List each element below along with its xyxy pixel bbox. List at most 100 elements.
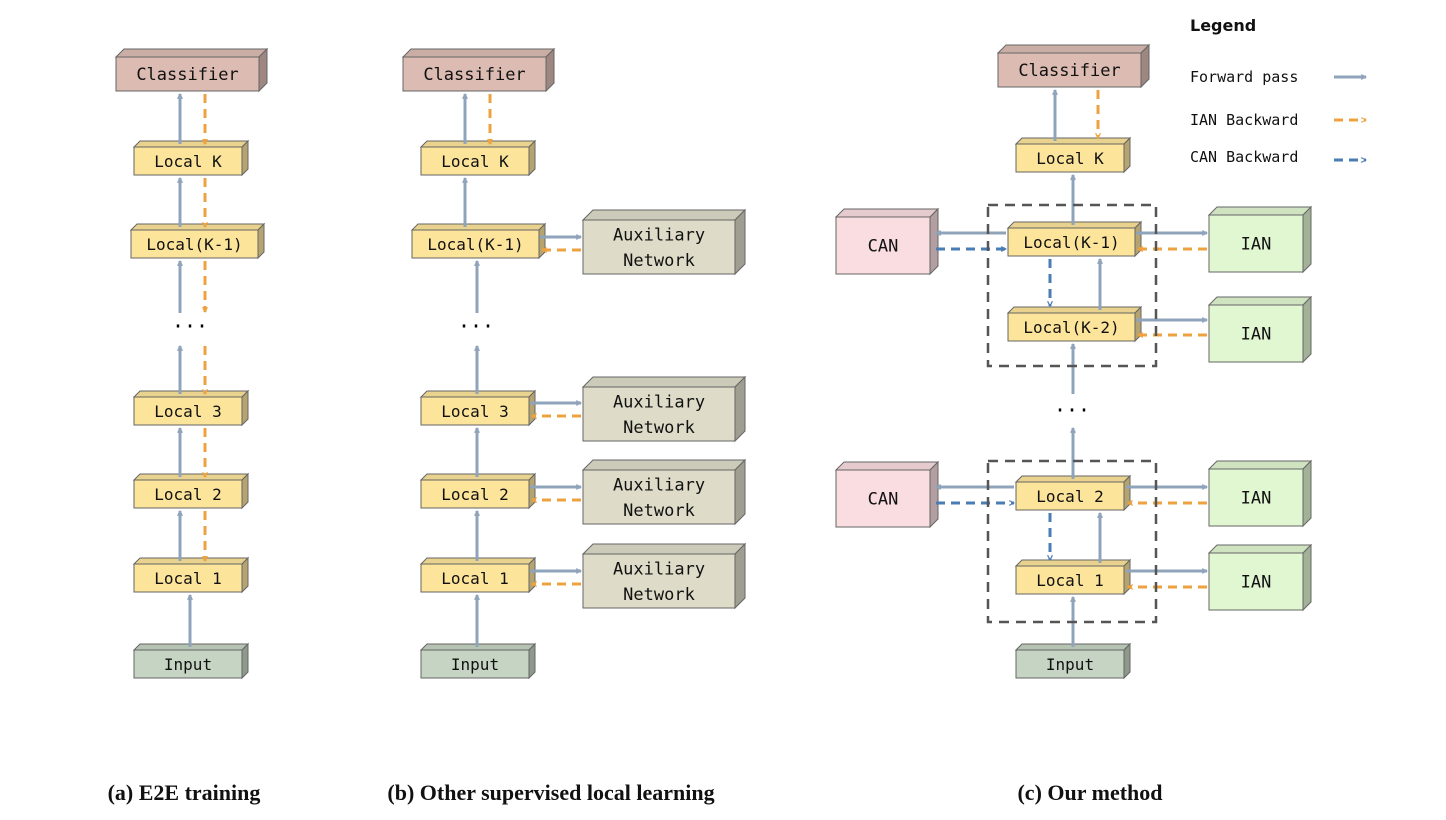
- c-ian-1-box-label: IAN: [1241, 573, 1272, 593]
- c-local-2-box-front: [1015, 481, 1125, 511]
- b-local-k1-box-front: [411, 229, 540, 259]
- a-local-k1-box-top: [129, 223, 266, 231]
- b-local-3-box: Local 3: [419, 389, 537, 427]
- c-can-bot-box: CAN: [834, 460, 940, 529]
- a-local-k-box: Local K: [132, 139, 250, 177]
- c-can-top-box-top: [834, 208, 940, 218]
- c-local-k1-box-front: [1007, 227, 1136, 257]
- b-input-box-side: [528, 642, 536, 680]
- c-ian-2-box-side: [1302, 459, 1312, 528]
- c-can-top-box-side: [929, 207, 939, 276]
- b-local-1-box: Local 1: [419, 556, 537, 594]
- legend: Legend Forward pass IAN Backward CAN Bac…: [1190, 16, 1366, 166]
- b-aux-1-box-front: [582, 553, 736, 609]
- b-local-1-box-label: Local 1: [441, 569, 508, 588]
- a-input-box: Input: [132, 642, 250, 680]
- b-local-3-box-label: Local 3: [441, 402, 508, 421]
- c-local-k1-box-side: [1134, 220, 1142, 258]
- c-ian-1-box-side: [1302, 543, 1312, 612]
- b-input-box-label: Input: [451, 655, 499, 674]
- b-aux-2-box-label-2: Network: [623, 501, 695, 521]
- b-input-box: Input: [419, 642, 537, 680]
- c-classifier-box-front: [997, 52, 1142, 88]
- a-local-k1-box: Local(K-1): [129, 222, 266, 260]
- a-classifier-box-label: Classifier: [136, 65, 238, 85]
- a-classifier-box-front: [115, 56, 260, 92]
- c-ian-k2-box: IAN: [1207, 295, 1313, 364]
- c-local-1-box-label: Local 1: [1036, 571, 1103, 590]
- b-local-k-box-front: [420, 146, 530, 176]
- c-local-k2-box-top: [1006, 306, 1143, 314]
- b-aux-k1-box-top: [581, 209, 747, 221]
- a-local-k-box-side: [241, 139, 249, 177]
- a-local-1-box-label: Local 1: [154, 569, 221, 588]
- caption-a: (a) E2E training: [108, 780, 261, 805]
- b-aux-2-box-label-1: Auxiliary: [613, 475, 705, 495]
- b-local-1-box-side: [528, 556, 536, 594]
- c-input-box-front: [1015, 649, 1125, 679]
- b-input-box-front: [420, 649, 530, 679]
- c-local-k1-box-label: Local(K-1): [1023, 233, 1119, 252]
- a-local-1-box: Local 1: [132, 556, 250, 594]
- c-local-k2-box-front: [1007, 312, 1136, 342]
- a-local-2-box: Local 2: [132, 472, 250, 510]
- b-aux-k1-box-label-2: Network: [623, 251, 695, 271]
- b-aux-1-box-label-1: Auxiliary: [613, 559, 705, 579]
- a-local-2-box-front: [133, 479, 243, 509]
- b-classifier-box: Classifier: [401, 47, 556, 93]
- b-aux-k1-box-front: [582, 219, 736, 275]
- c-local-2-box-side: [1123, 474, 1131, 512]
- c-local-1-box: Local 1: [1014, 558, 1132, 596]
- c-ian-k1-box: IAN: [1207, 205, 1313, 274]
- b-local-2-box-side: [528, 472, 536, 510]
- b-local-3-box-side: [528, 389, 536, 427]
- c-local-k2-box-label: Local(K-2): [1023, 318, 1119, 337]
- c-can-bot-box-side: [929, 460, 939, 529]
- c-classifier-box-side: [1140, 43, 1150, 89]
- b-local-k-box: Local K: [419, 139, 537, 177]
- b-aux-3-box-label-1: Auxiliary: [613, 392, 705, 412]
- a-local-k1-box-label: Local(K-1): [146, 235, 242, 254]
- c-ian-1-box: IAN: [1207, 543, 1313, 612]
- c-local-k-box-label: Local K: [1036, 149, 1104, 168]
- legend-forward-label: Forward pass: [1190, 68, 1298, 86]
- b-aux-2-box-side: [734, 458, 746, 526]
- b-aux-3-box-side: [734, 375, 746, 443]
- c-can-bot-box-front: [835, 469, 931, 528]
- b-aux-2-box-top: [581, 459, 747, 471]
- a-local-k-box-top: [132, 140, 250, 148]
- c-ian-2-box-top: [1207, 460, 1313, 470]
- a-local-1-box-top: [132, 557, 250, 565]
- c-classifier-box-top: [996, 44, 1151, 54]
- b-aux-1-box-side: [734, 542, 746, 610]
- a-input-box-label: Input: [164, 655, 212, 674]
- c-ian-k1-box-top: [1207, 206, 1313, 216]
- b-aux-1-box-label-2: Network: [623, 585, 695, 605]
- b-local-k-box-side: [528, 139, 536, 177]
- c-group-bottom: [986, 459, 1158, 624]
- b-local-2-box-label: Local 2: [441, 485, 508, 504]
- b-classifier-box-top: [401, 48, 556, 58]
- a-local-k-box-front: [133, 146, 243, 176]
- b-local-k1-box-label: Local(K-1): [427, 235, 523, 254]
- c-local-k-box-side: [1123, 136, 1131, 174]
- arrows-layer: [180, 90, 1207, 647]
- b-aux-k1-box-side: [734, 208, 746, 276]
- b-classifier-box-label: Classifier: [423, 65, 525, 85]
- c-local-1-box-top: [1014, 559, 1132, 567]
- c-local-k-box-front: [1015, 143, 1125, 173]
- c-ian-k1-box-label: IAN: [1241, 235, 1272, 255]
- c-input-box-side: [1123, 642, 1131, 680]
- b-aux-k1-box-label-1: Auxiliary: [613, 225, 705, 245]
- c-ian-k2-box-label: IAN: [1241, 325, 1272, 345]
- b-classifier-box-side: [545, 47, 555, 93]
- c-input-box-label: Input: [1046, 655, 1094, 674]
- b-aux-2-box-front: [582, 469, 736, 525]
- c-ian-k1-box-front: [1208, 214, 1304, 273]
- a-local-3-box-top: [132, 390, 250, 398]
- c-can-bot-box-top: [834, 461, 940, 471]
- ellipsis-b: ···: [458, 314, 494, 338]
